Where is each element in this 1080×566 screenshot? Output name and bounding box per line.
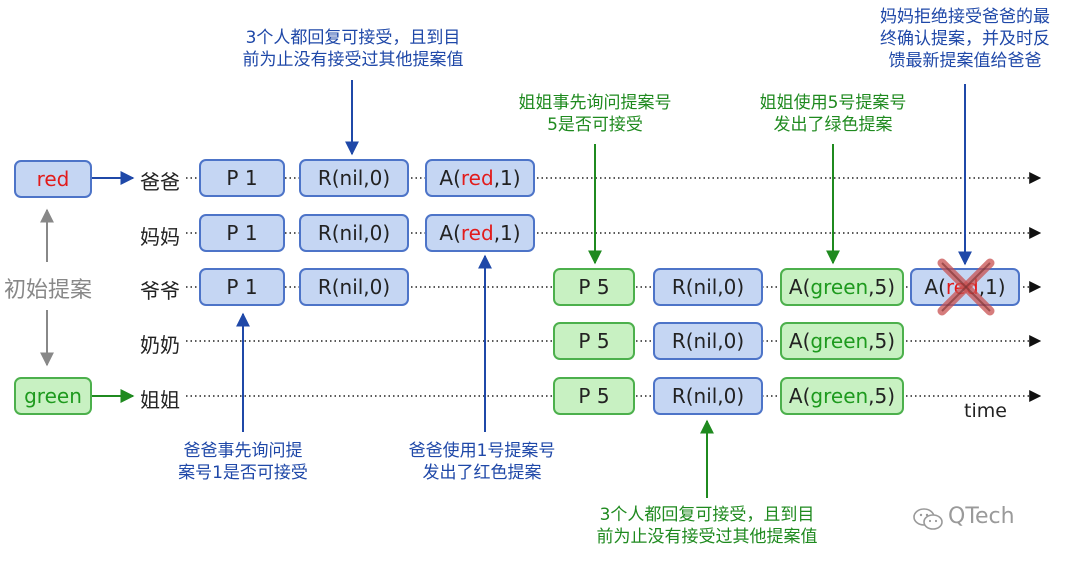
box-label-open: A( bbox=[924, 275, 946, 299]
note-line: 姐姐事先询问提案号 bbox=[518, 93, 672, 113]
note-top-green-1: 姐姐事先询问提案号 5是否可接受 bbox=[500, 92, 690, 136]
row-label-jiejie: 姐姐 bbox=[140, 388, 180, 412]
baba-a-red1-box: A(red,1) bbox=[425, 159, 535, 197]
initial-proposal-label: 初始提案 bbox=[4, 278, 93, 303]
note-line: 3个人都回复可接受，且到目 bbox=[245, 28, 461, 48]
note-line: 5是否可接受 bbox=[547, 115, 643, 135]
wechat-logo-icon bbox=[913, 508, 943, 530]
yeye-r0-box: R(nil,0) bbox=[299, 268, 409, 306]
box-label-value: red bbox=[460, 221, 494, 245]
note-bottom-blue-2: 爸爸使用1号提案号 发出了红色提案 bbox=[387, 440, 577, 484]
box-label: P 5 bbox=[578, 329, 610, 353]
mama-p1-box: P 1 bbox=[199, 214, 285, 252]
watermark-text: QTech bbox=[948, 504, 1015, 529]
yeye-r0-box-2: R(nil,0) bbox=[653, 268, 763, 306]
mama-a-red1-box: A(red,1) bbox=[425, 214, 535, 252]
box-label-open: A( bbox=[439, 166, 461, 190]
initial-red-label: red bbox=[36, 167, 70, 191]
note-line: 姐姐使用5号提案号 bbox=[759, 93, 907, 113]
box-label: R(nil,0) bbox=[317, 221, 391, 245]
box-label: R(nil,0) bbox=[671, 329, 745, 353]
note-top-blue: 3个人都回复可接受，且到目 前为止没有接受过其他提案值 bbox=[222, 27, 484, 71]
box-label-tail: ,1) bbox=[493, 166, 521, 190]
box-label: P 5 bbox=[578, 275, 610, 299]
note-line: 终确认提案，并及时反 bbox=[880, 29, 1050, 49]
nainai-a-green5-box: A(green,5) bbox=[780, 322, 904, 360]
note-top-right: 妈妈拒绝接受爸爸的最 终确认提案，并及时反 馈最新提案值给爸爸 bbox=[858, 6, 1072, 72]
baba-p1-box: P 1 bbox=[199, 159, 285, 197]
row-label-mama: 妈妈 bbox=[140, 225, 180, 249]
note-bottom-blue-1: 爸爸事先询问提 案号1是否可接受 bbox=[163, 440, 323, 484]
box-label-tail: ,5) bbox=[868, 384, 896, 408]
note-top-green-2: 姐姐使用5号提案号 发出了绿色提案 bbox=[738, 92, 928, 136]
box-label-value: green bbox=[810, 329, 869, 353]
note-line: 发出了红色提案 bbox=[422, 463, 542, 483]
note-bottom-green: 3个人都回复可接受，且到目 前为止没有接受过其他提案值 bbox=[576, 504, 838, 548]
box-label-tail: ,5) bbox=[868, 329, 896, 353]
jiejie-a-green5-box: A(green,5) bbox=[780, 377, 904, 415]
note-line: 爸爸事先询问提 bbox=[183, 441, 303, 461]
box-label-tail: ,1) bbox=[493, 221, 521, 245]
jiejie-p5-box: P 5 bbox=[553, 377, 635, 415]
box-label: R(nil,0) bbox=[671, 275, 745, 299]
yeye-a-red1-rejected-box: A(red,1) bbox=[910, 268, 1020, 306]
note-line: 爸爸使用1号提案号 bbox=[408, 441, 556, 461]
baba-r0-box: R(nil,0) bbox=[299, 159, 409, 197]
box-label-tail: ,5) bbox=[868, 275, 896, 299]
box-label: P 1 bbox=[226, 221, 258, 245]
box-label-value: green bbox=[810, 384, 869, 408]
note-line: 前为止没有接受过其他提案值 bbox=[596, 527, 818, 547]
nainai-r0-box: R(nil,0) bbox=[653, 322, 763, 360]
note-line: 妈妈拒绝接受爸爸的最 bbox=[880, 7, 1050, 27]
yeye-a-green5-box: A(green,5) bbox=[780, 268, 904, 306]
box-label: P 1 bbox=[226, 275, 258, 299]
box-label-open: A( bbox=[788, 329, 811, 353]
box-label-value: green bbox=[810, 275, 869, 299]
box-label-value: red bbox=[460, 166, 494, 190]
box-label-open: A( bbox=[788, 275, 811, 299]
note-line: 3个人都回复可接受，且到目 bbox=[599, 505, 815, 525]
initial-green-label: green bbox=[24, 384, 82, 408]
initial-green-box: green bbox=[14, 377, 92, 415]
box-label-tail: ,1) bbox=[978, 275, 1006, 299]
note-line: 案号1是否可接受 bbox=[178, 463, 308, 483]
mama-r0-box: R(nil,0) bbox=[299, 214, 409, 252]
note-line: 发出了绿色提案 bbox=[773, 115, 893, 135]
row-label-yeye: 爷爷 bbox=[140, 279, 180, 303]
box-label: P 1 bbox=[226, 166, 258, 190]
row-label-nainai: 奶奶 bbox=[140, 333, 180, 357]
box-label-open: A( bbox=[788, 384, 811, 408]
yeye-p5-box: P 5 bbox=[553, 268, 635, 306]
box-label: R(nil,0) bbox=[317, 166, 391, 190]
row-label-baba: 爸爸 bbox=[140, 170, 180, 194]
initial-red-box: red bbox=[14, 160, 92, 198]
box-label-open: A( bbox=[439, 221, 461, 245]
yeye-p1-box: P 1 bbox=[199, 268, 285, 306]
box-label: P 5 bbox=[578, 384, 610, 408]
note-line: 前为止没有接受过其他提案值 bbox=[242, 50, 464, 70]
time-axis-label: time bbox=[964, 400, 1007, 422]
box-label: R(nil,0) bbox=[671, 384, 745, 408]
jiejie-r0-box: R(nil,0) bbox=[653, 377, 763, 415]
note-line: 馈最新提案值给爸爸 bbox=[888, 51, 1042, 71]
reject-cross-icon bbox=[937, 258, 995, 316]
nainai-p5-box: P 5 bbox=[553, 322, 635, 360]
box-label: R(nil,0) bbox=[317, 275, 391, 299]
